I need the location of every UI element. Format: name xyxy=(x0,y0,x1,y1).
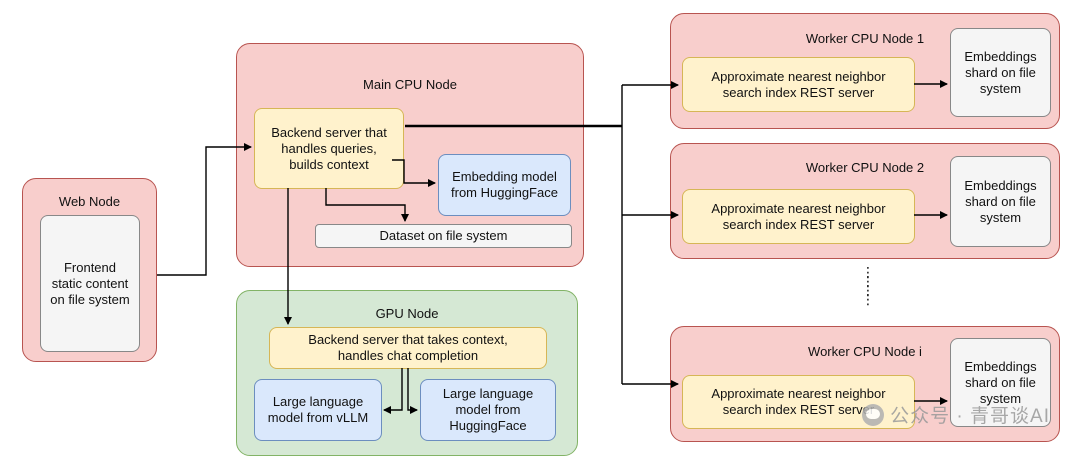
worker-node-i-title: Worker CPU Node i xyxy=(808,344,922,359)
main-cpu-node: Main CPU Node Backend server that handle… xyxy=(236,43,584,267)
worker-cpu-node-1: Worker CPU Node 1 Approximate nearest ne… xyxy=(670,13,1060,129)
gpu-backend-label: Backend server that takes context, handl… xyxy=(308,332,508,363)
worker-2-shard-box: Embeddings shard on file system xyxy=(950,156,1051,247)
web-node: Web Node Frontend static content on file… xyxy=(22,178,157,362)
wechat-icon xyxy=(862,404,885,426)
main-cpu-node-title: Main CPU Node xyxy=(363,77,457,92)
llm-huggingface-box: Large language model from HuggingFace xyxy=(420,379,556,441)
gpu-node: GPU Node Backend server that takes conte… xyxy=(236,290,578,456)
worker-1-ann-server-box: Approximate nearest neighbor search inde… xyxy=(682,57,915,112)
worker-node-2-title: Worker CPU Node 2 xyxy=(805,160,925,175)
worker-2-shard-label: Embeddings shard on file system xyxy=(964,177,1037,225)
worker-i-shard-label: Embeddings shard on file system xyxy=(964,358,1037,406)
llm-huggingface-label: Large language model from HuggingFace xyxy=(442,386,534,433)
main-backend-label: Backend server that handles queries, bui… xyxy=(271,124,387,172)
worker-1-ann-label: Approximate nearest neighbor search inde… xyxy=(711,68,886,100)
worker-i-shard-box: Embeddings shard on file system xyxy=(950,338,1051,427)
frontend-label: Frontend static content on file system xyxy=(50,259,130,307)
worker-cpu-node-2: Worker CPU Node 2 Approximate nearest ne… xyxy=(670,143,1060,259)
watermark: 公众号 · 青哥谈AI xyxy=(862,401,1050,428)
web-node-title: Web Node xyxy=(58,194,121,209)
llm-vllm-label: Large language model from vLLM xyxy=(267,394,369,425)
watermark-text: 公众号 · 青哥谈AI xyxy=(890,406,1050,427)
worker-node-1-title: Worker CPU Node 1 xyxy=(805,31,925,46)
worker-ellipsis: ⋮ ⋮ ⋮ ⋮ xyxy=(861,264,875,307)
worker-2-ann-label: Approximate nearest neighbor search inde… xyxy=(711,200,886,232)
frontend-static-content-box: Frontend static content on file system xyxy=(40,215,140,352)
dataset-box: Dataset on file system xyxy=(315,224,572,248)
worker-2-ann-server-box: Approximate nearest neighbor search inde… xyxy=(682,189,915,244)
worker-1-shard-label: Embeddings shard on file system xyxy=(964,48,1037,96)
llm-vllm-box: Large language model from vLLM xyxy=(254,379,382,441)
gpu-node-title: GPU Node xyxy=(375,306,439,321)
embedding-model-label: Embedding model from HuggingFace xyxy=(451,169,558,200)
worker-i-ann-label: Approximate nearest neighbor search inde… xyxy=(711,386,886,417)
gpu-backend-server-box: Backend server that takes context, handl… xyxy=(269,327,547,369)
main-backend-server-box: Backend server that handles queries, bui… xyxy=(254,108,404,189)
dataset-label: Dataset on file system xyxy=(379,228,508,243)
embedding-model-box: Embedding model from HuggingFace xyxy=(438,154,571,216)
worker-1-shard-box: Embeddings shard on file system xyxy=(950,28,1051,117)
